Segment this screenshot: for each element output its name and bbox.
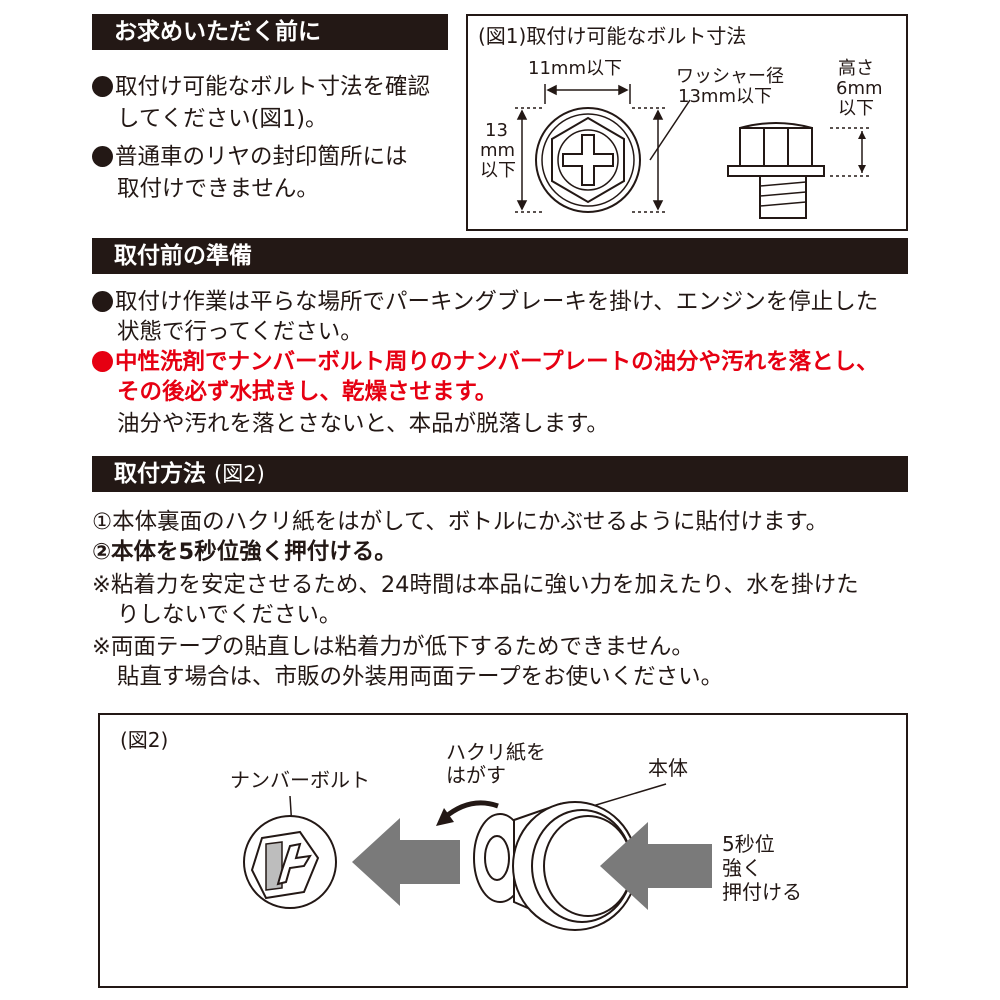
height-dimension-label-2: mm — [480, 140, 516, 161]
height-dimension-label-1: 13 — [485, 120, 508, 141]
note-1: ※粘着力を安定させるため、24時間は本品に強い力を加えたり、水を掛けた — [92, 572, 859, 598]
warning-item-cont: その後必ず水拭きし、乾燥させます。 — [117, 379, 498, 405]
bullet-icon — [92, 146, 113, 167]
bullet-icon — [92, 76, 113, 97]
height-dimension-label-3: 以下 — [480, 160, 516, 181]
figure-1-box — [466, 14, 908, 231]
note-2: ※両面テープの貼直しは粘着力が低下するためできません。 — [92, 634, 694, 660]
section-title: お求めいただく前に — [114, 19, 321, 45]
list-item-cont: してください(図1)。 — [117, 106, 328, 132]
tall-label-1: 高さ — [838, 58, 874, 79]
step-2: ②本体を5秒位強く押付ける。 — [92, 539, 397, 565]
figure-2-box — [98, 713, 908, 988]
warning-bullet-icon — [92, 351, 113, 372]
list-item-cont: 取付けできません。 — [117, 176, 319, 202]
list-item: 取付け作業は平らな場所でパーキングブレーキを掛け、エンジンを停止した — [92, 287, 878, 317]
section-header-installation: 取付方法 (図2) — [92, 456, 908, 492]
width-dimension-label: 11mm以下 — [528, 58, 622, 79]
warning-item: 中性洗剤でナンバーボルト周りのナンバープレートの油分や汚れを落とし、 — [92, 347, 879, 377]
washer-label-2: 13mm以下 — [678, 86, 772, 107]
number-bolt-illustration — [243, 815, 337, 909]
bullet-icon — [92, 291, 113, 312]
push-arrow-right — [600, 822, 712, 910]
section-title: 取付前の準備 — [114, 243, 252, 269]
section-title: 取付方法 — [114, 461, 206, 487]
press-label-3: 押付ける — [722, 880, 802, 904]
bolt-label: ナンバーボルト — [230, 768, 370, 792]
section-title-sub: (図2) — [214, 462, 265, 486]
tall-label-3: 以下 — [838, 98, 874, 119]
figure-2-title: (図2) — [120, 728, 169, 752]
tall-label-2: 6mm — [836, 78, 883, 99]
warning-note: 油分や汚れを落とさないと、本品が脱落します。 — [117, 411, 609, 437]
step-1: ①本体裏面のハクリ紙をはがして、ボトルにかぶせるように貼付けます。 — [92, 509, 829, 535]
figure-1-title: (図1)取付け可能なボルト寸法 — [478, 24, 747, 48]
body-label: 本体 — [648, 756, 688, 780]
washer-label-1: ワッシャー径 — [676, 66, 784, 87]
bolt-dimension-diagram — [515, 84, 872, 219]
note-2-cont: 貼直す場合は、市販の外装用両面テープをお使いください。 — [117, 664, 724, 690]
list-item: 普通車のリヤの封印箇所には — [92, 142, 408, 172]
list-item: 取付け可能なボルト寸法を確認 — [92, 72, 430, 102]
peel-label-1: ハクリ紙を — [446, 740, 546, 764]
press-label-2: 強く — [722, 856, 762, 880]
note-1-cont: りしないでください。 — [117, 602, 342, 628]
list-item-cont: 状態で行ってください。 — [117, 319, 363, 345]
press-label-1: 5秒位 — [722, 832, 775, 856]
peel-label-2: はがす — [446, 763, 506, 787]
section-header-before-purchase: お求めいただく前に — [92, 14, 448, 50]
section-header-preparation: 取付前の準備 — [92, 238, 908, 274]
push-arrow-left — [352, 818, 460, 906]
